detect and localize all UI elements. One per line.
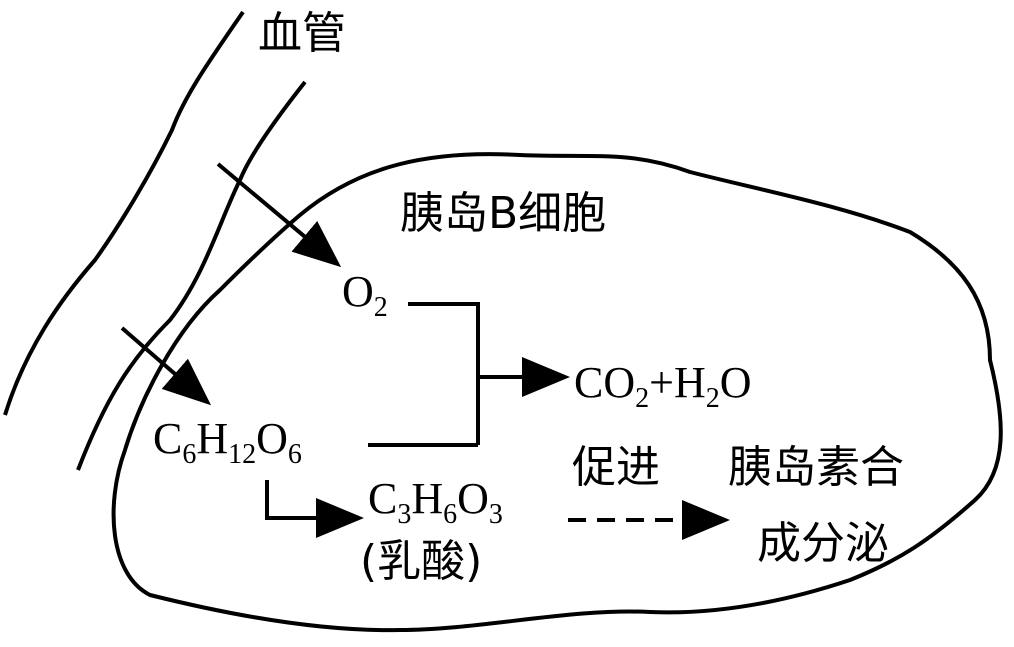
glucose-entry-arrow: [120, 326, 212, 406]
anaerobic-connector-line: [265, 480, 364, 538]
co2-water-formula: CO2+H2O: [574, 358, 752, 414]
oxygen-formula: O2: [342, 267, 388, 323]
insulin-secretion-label-line2: 成分泌: [757, 518, 889, 569]
islet-b-cell-label: 胰岛B细胞: [400, 188, 607, 239]
blood-vessel-label: 血管: [258, 8, 346, 59]
o2-entry-arrow: [216, 162, 342, 268]
promote-label: 促进: [572, 442, 660, 493]
insulin-secretion-label-line1: 胰岛素合: [728, 442, 904, 493]
o2-connector-line: [408, 302, 480, 445]
lactic-acid-formula: C3H6O3: [368, 474, 503, 530]
blood-vessel-wall-inner: [76, 80, 307, 471]
glucose-formula: C6H12O6: [153, 414, 302, 470]
cell-membrane: [111, 152, 1003, 633]
lactic-acid-note: (乳酸): [360, 536, 483, 587]
blood-vessel-wall-outer: [3, 10, 245, 416]
